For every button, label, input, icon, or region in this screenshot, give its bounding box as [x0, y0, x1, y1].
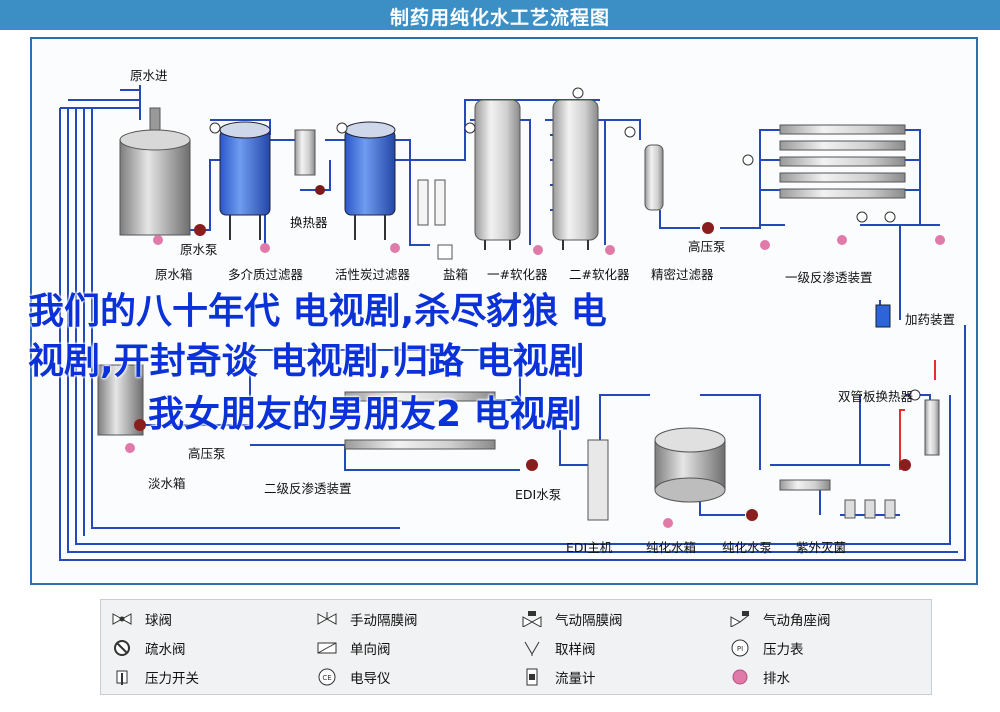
double-tube-heat-exchanger [924, 399, 940, 456]
pneumatic-diaphragm-valve-icon [522, 611, 542, 627]
legend-item: 气动角座阀 [729, 607, 831, 631]
drain-symbols [125, 235, 945, 528]
label-edi-host: EDI主机 [566, 540, 613, 555]
legend-item: 取样阀 [521, 636, 596, 660]
drain-icon [732, 669, 748, 685]
softener-1 [474, 99, 521, 250]
label-ro-stage-1: 一级反渗透装置 [785, 270, 873, 285]
pressure-gauge-icon: PI [731, 639, 749, 657]
legend-item: 流量计 [521, 665, 596, 689]
label-raw-water-tank: 原水箱 [155, 267, 193, 282]
flow-meter-icon [526, 668, 538, 686]
label-precision-filter: 精密过滤器 [651, 267, 714, 282]
label-edi-pump: EDI水泵 [515, 487, 562, 502]
diagram-title: 制药用纯化水工艺流程图 [389, 7, 610, 29]
overlay-text-line-2: 视剧,开封奇谈 电视剧,归路 电视剧 [28, 341, 585, 382]
uv-sterilizer [779, 479, 896, 519]
label-high-pressure-pump-2: 高压泵 [188, 446, 226, 461]
legend-item: 气动隔膜阀 [521, 607, 623, 631]
label-high-pressure-pump-1: 高压泵 [688, 239, 726, 254]
svg-text:CE: CE [322, 674, 331, 682]
check-valve-icon [317, 642, 337, 654]
label-heat-exchanger: 换热器 [290, 215, 328, 230]
label-pure-water-tank: 纯化水箱 [646, 540, 697, 555]
edi-host [587, 439, 609, 521]
salt-tank [417, 179, 453, 260]
pure-water-tank [654, 427, 726, 503]
label-raw-water-in: 原水进 [130, 68, 168, 83]
sampling-valve-icon [524, 641, 540, 656]
dosing-device [875, 304, 891, 328]
ro-stage-2 [344, 391, 496, 450]
precision-filter [644, 144, 664, 211]
pressure-switch-icon [116, 670, 128, 685]
activated-carbon-filter [344, 121, 396, 240]
label-multimedia-filter: 多介质过滤器 [228, 267, 304, 282]
legend-item: 手动隔膜阀 [316, 607, 418, 631]
label-raw-water-pump: 原水泵 [180, 242, 218, 257]
pump-symbols [134, 222, 911, 521]
label-pure-water-pump: 纯化水泵 [722, 540, 773, 555]
heat-exchanger [294, 129, 325, 195]
legend-item: 压力开关 [111, 665, 199, 689]
svg-text:PI: PI [737, 645, 743, 653]
overlay-text-line-3: 我女朋友的男朋友2 电视剧 [148, 394, 582, 435]
multimedia-filter [219, 121, 271, 240]
label-salt-tank: 盐箱 [443, 267, 469, 282]
pneumatic-angle-valve-icon [730, 611, 750, 627]
label-fresh-water-tank: 淡水箱 [148, 476, 186, 491]
label-softener-1: 一#软化器 [487, 267, 548, 282]
ball-valve-icon [112, 613, 132, 625]
conductivity-meter-icon: CE [318, 668, 336, 686]
legend-item: CE 电导仪 [316, 665, 391, 689]
label-uv-sterilizer: 紫外灭菌 [796, 540, 847, 555]
legend-item: PI 压力表 [729, 636, 804, 660]
legend-item: 疏水阀 [111, 636, 186, 660]
overlay-text-line-1: 我们的八十年代 电视剧,杀尽豺狼 电 [28, 291, 607, 332]
legend-panel: 球阀 手动隔膜阀 气动隔膜阀 气动角座阀 疏水阀 单向阀 取样阀 PI 压力表 … [100, 599, 932, 695]
steam-trap-icon [114, 640, 130, 656]
legend-item: 单向阀 [316, 636, 391, 660]
hot-water-pipe [899, 360, 936, 470]
softener-2 [552, 99, 599, 250]
label-dosing-device: 加药装置 [905, 312, 956, 327]
label-double-tube-hx: 双管板换热器 [838, 389, 914, 404]
label-softener-2: 二#软化器 [569, 267, 630, 282]
legend-item: 球阀 [111, 607, 172, 631]
manual-diaphragm-valve-icon [317, 612, 337, 625]
label-carbon-filter: 活性炭过滤器 [335, 267, 411, 282]
ro-stage-1 [779, 124, 906, 199]
raw-water-tank [119, 107, 191, 236]
pressure-gauge-symbols [209, 87, 921, 401]
legend-item: 排水 [729, 665, 790, 689]
title-bar [0, 0, 1000, 30]
label-ro-stage-2: 二级反渗透装置 [264, 481, 352, 496]
